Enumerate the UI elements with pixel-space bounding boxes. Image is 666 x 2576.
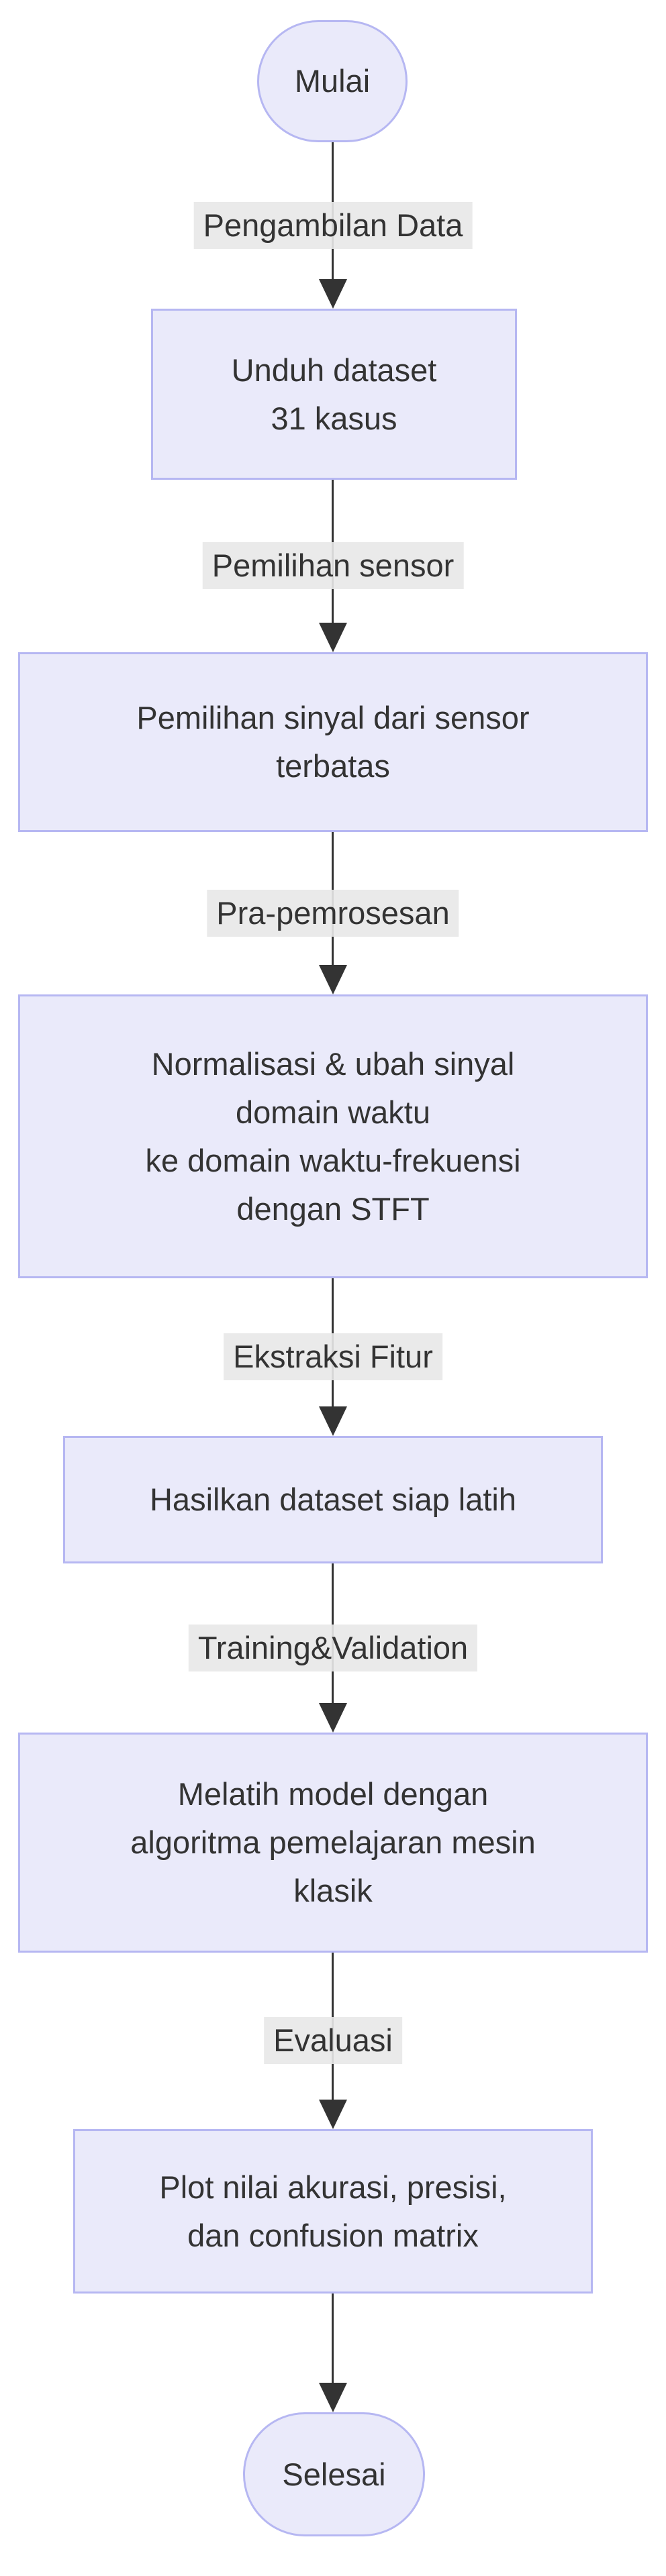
edge-label-evaluasi: Evaluasi [264,2017,402,2064]
node-hasilkan-dataset: Hasilkan dataset siap latih [63,1436,603,1563]
node-plot-hasil: Plot nilai akurasi, presisi, dan confusi… [73,2129,593,2294]
node-normalisasi-stft: Normalisasi & ubah sinyal domain waktu k… [18,994,648,1278]
node-text-line: dengan STFT [236,1190,430,1227]
edge-label-training-validation: Training&Validation [188,1625,478,1671]
node-text-line: klasik [293,1873,373,1908]
node-text-line: Pemilihan sinyal dari sensor [136,700,530,735]
node-text-line: Plot nilai akurasi, presisi, [159,2169,507,2205]
node-text-line: ke domain waktu-frekuensi [145,1142,521,1178]
node-text-line: Normalisasi & ubah sinyal [151,1045,515,1082]
node-text-line: Selesai [282,2456,386,2492]
arrow-down-icon [319,2383,347,2412]
node-start-mulai: Mulai [257,20,408,142]
node-end-selesai: Selesai [243,2412,425,2536]
arrow-down-icon [319,2100,347,2129]
edge-label-pemilihan-sensor: Pemilihan sensor [202,542,464,589]
arrow-down-icon [319,1703,347,1733]
arrow-down-icon [319,1406,347,1436]
node-text-line: Melatih model dengan [177,1776,489,1812]
node-text-line: dan confusion matrix [187,2217,479,2253]
node-unduh-dataset: Unduh dataset 31 kasus [151,309,517,480]
arrow-down-icon [319,965,347,994]
node-text-line: Mulai [294,63,371,99]
node-text-line: Unduh dataset [231,352,437,388]
arrow-down-icon [319,623,347,652]
node-pemilihan-sinyal: Pemilihan sinyal dari sensor terbatas [18,652,648,832]
arrow-down-icon [319,279,347,309]
edge-label-pra-pemrosesan: Pra-pemrosesan [207,890,459,937]
edge-label-pengambilan-data: Pengambilan Data [193,202,473,249]
node-text-line: terbatas [276,748,390,784]
edge-label-ekstraksi-fitur: Ekstraksi Fitur [224,1333,442,1380]
edge-line-plot-to-end [332,2294,334,2388]
node-text-line: domain waktu [236,1094,430,1130]
node-text-line: Hasilkan dataset siap latih [149,1482,517,1517]
node-text-line: 31 kasus [271,400,397,436]
node-text-line: algoritma pemelajaran mesin [130,1824,536,1860]
node-melatih-model: Melatih model dengan algoritma pemelajar… [18,1733,648,1953]
